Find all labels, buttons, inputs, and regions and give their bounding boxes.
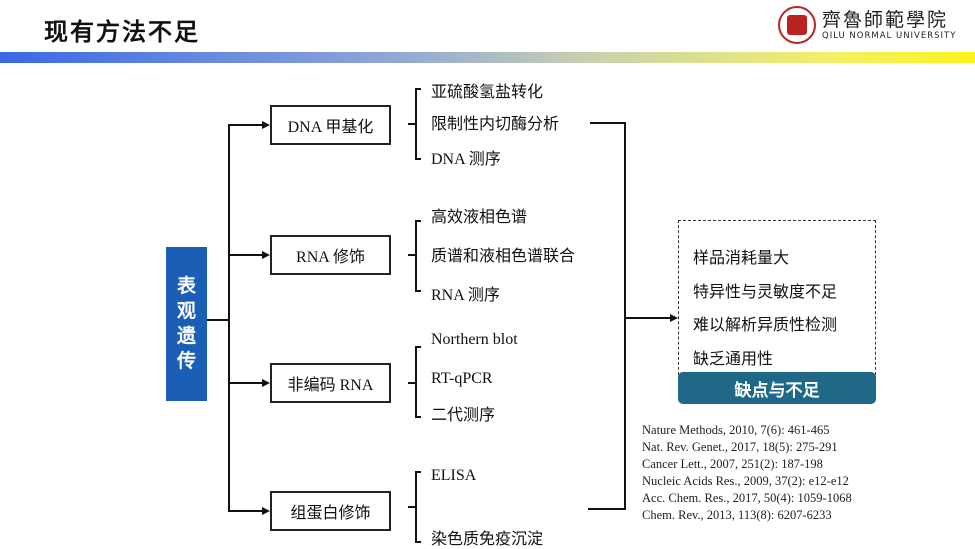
page-title: 现有方法不足	[44, 17, 200, 46]
connector	[588, 508, 626, 510]
connector	[408, 382, 416, 384]
arrow-icon	[262, 379, 270, 387]
root-node: 表观遗传	[166, 247, 207, 401]
shortcomings-box: 样品消耗量大 特异性与灵敏度不足 难以解析异质性检测 缺乏通用性	[678, 220, 876, 375]
reference: Nat. Rev. Genet., 2017, 18(5): 275-291	[642, 440, 838, 454]
connector	[408, 506, 416, 508]
category-rna-modification: RNA 修饰	[270, 235, 391, 275]
method-item: 染色质免疫沉淀	[431, 531, 544, 548]
shortcoming-item: 特异性与灵敏度不足	[693, 281, 838, 301]
university-logo: 齊魯師範學院 QILU NORMAL UNIVERSITY	[778, 6, 956, 44]
bracket	[415, 88, 421, 160]
reference: Nucleic Acids Res., 2009, 37(2): e12-e12	[642, 474, 849, 488]
shortcoming-item: 难以解析异质性检测	[693, 315, 838, 334]
connector	[408, 123, 416, 125]
method-item: 高效液相色谱	[431, 209, 528, 226]
connector	[228, 382, 262, 384]
arrow-icon	[670, 314, 678, 322]
connector	[207, 319, 229, 321]
connector	[228, 124, 230, 512]
gradient-divider	[0, 52, 975, 63]
connector	[624, 317, 670, 319]
bracket	[415, 471, 421, 543]
arrow-icon	[262, 251, 270, 259]
shortcoming-item: 缺乏通用性	[693, 348, 774, 368]
reference: Cancer Lett., 2007, 251(2): 187-198	[642, 457, 823, 471]
method-item: 亚硫酸氢盐转化	[431, 84, 544, 101]
bracket	[415, 220, 421, 292]
connector	[590, 122, 626, 124]
references: Nature Methods, 2010, 7(6): 461-465 Nat.…	[642, 422, 852, 524]
reference: Nature Methods, 2010, 7(6): 461-465	[642, 423, 830, 437]
method-item: 限制性内切酶分析	[431, 116, 560, 133]
reference: Chem. Rev., 2013, 113(8): 6207-6233	[642, 508, 832, 522]
connector	[228, 510, 262, 512]
category-dna-methylation: DNA 甲基化	[270, 105, 391, 145]
method-item: 二代测序	[431, 407, 496, 424]
method-item: DNA 测序	[431, 151, 501, 168]
shortcomings-title: 缺点与不足	[678, 372, 876, 404]
method-item: 质谱和液相色谱联合	[431, 248, 576, 265]
method-item: RNA 测序	[431, 287, 500, 304]
arrow-icon	[262, 507, 270, 515]
reference: Acc. Chem. Res., 2017, 50(4): 1059-1068	[642, 491, 852, 505]
root-label: 表观遗传	[177, 275, 197, 372]
shortcoming-item: 样品消耗量大	[693, 248, 790, 267]
connector	[228, 124, 262, 126]
logo-cn: 齊魯師範學院	[822, 9, 949, 31]
bracket	[415, 346, 421, 418]
category-noncoding-rna: 非编码 RNA	[270, 363, 391, 403]
method-item: ELISA	[431, 467, 477, 484]
connector	[408, 254, 416, 256]
seal-icon	[778, 6, 816, 44]
connector	[624, 122, 626, 510]
method-item: RT-qPCR	[431, 370, 493, 387]
logo-en: QILU NORMAL UNIVERSITY	[822, 31, 957, 41]
category-histone-modification: 组蛋白修饰	[270, 491, 391, 531]
connector	[228, 254, 262, 256]
method-item: Northern blot	[431, 331, 518, 348]
arrow-icon	[262, 121, 270, 129]
